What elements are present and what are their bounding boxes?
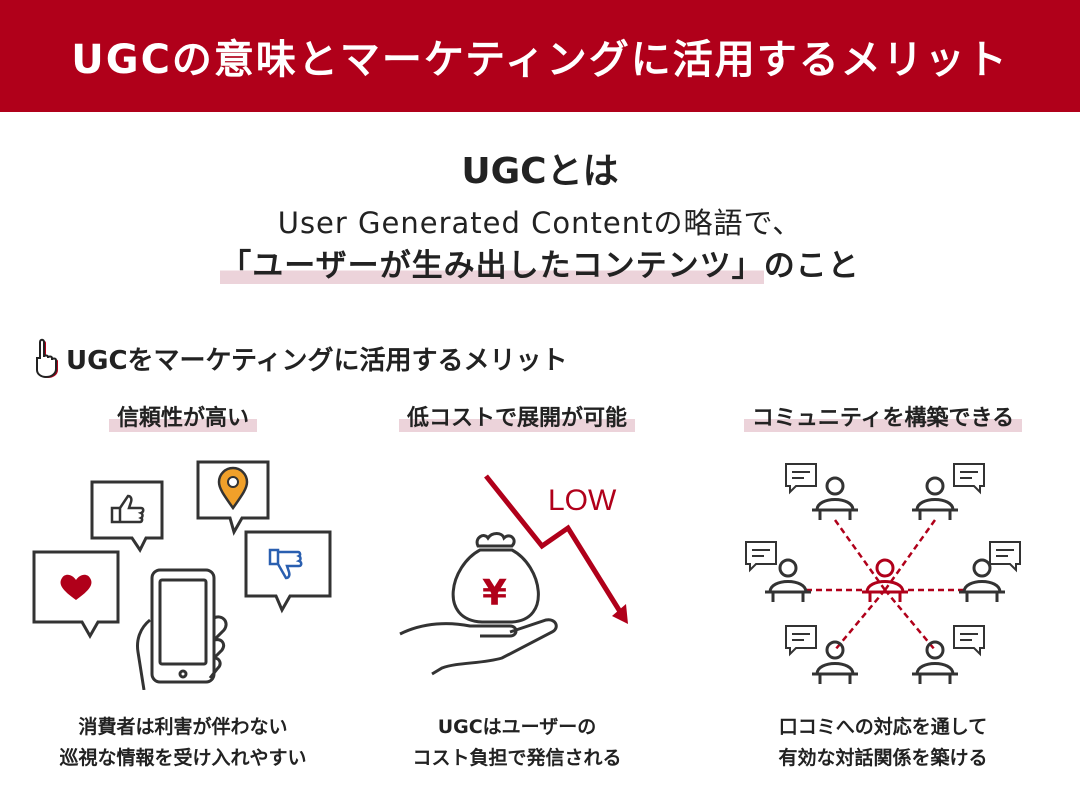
downtrend-arrow xyxy=(484,474,627,620)
community-network-illustration xyxy=(745,463,1021,684)
header-banner: UGCの意味とマーケティングに活用するメリット xyxy=(0,0,1080,112)
caption-line: 口コミへの対応を通して xyxy=(778,716,988,738)
hand-outline xyxy=(136,615,228,690)
section-heading: UGCをマーケティングに活用するメリット xyxy=(32,338,567,378)
benefit-title-text: 低コストで展開が可能 xyxy=(398,400,635,432)
thumbs-down-icon xyxy=(268,548,303,580)
caption-community: 口コミへの対応を通して有効な対話関係を築ける xyxy=(703,712,1063,774)
pin-bubble xyxy=(196,460,270,536)
page-title: UGCの意味とマーケティングに活用するメリット xyxy=(71,37,1009,83)
thumbs-down-bubble xyxy=(244,530,332,614)
heart-icon xyxy=(60,574,92,600)
low-label: LOW xyxy=(548,484,617,517)
center-person-icon xyxy=(862,558,908,602)
benefit-title-trust: 信頼性が高い xyxy=(3,400,363,432)
chat-bubble-icons xyxy=(745,463,1021,657)
benefit-title-cost: 低コストで展開が可能 xyxy=(337,400,697,432)
definition-suffix: のこと xyxy=(763,248,860,284)
heart-bubble xyxy=(32,550,120,640)
thumbs-up-bubble xyxy=(90,480,164,553)
intro-definition-line1: User Generated Contentの略語で、 xyxy=(277,206,803,240)
benefit-title-community: コミュニティを構築できる xyxy=(703,400,1063,432)
intro-heading: UGCとは xyxy=(461,151,619,192)
benefit-title-text: コミュニティを構築できる xyxy=(743,400,1023,432)
arrow-head-icon xyxy=(612,604,628,624)
low-cost-illustration: LOW ¥ xyxy=(399,474,628,676)
caption-line: 巡視な情報を受け入れやすい xyxy=(59,747,307,769)
thumbs-up-icon xyxy=(110,494,145,524)
intro-definition-line2: 「ユーザーが生み出したコンテンツ」のこと xyxy=(0,240,1080,285)
pointing-hand-icon xyxy=(36,338,58,378)
caption-line: 有効な対話関係を築ける xyxy=(778,747,988,769)
benefit-title-text: 信頼性が高い xyxy=(108,400,257,432)
location-pin-icon xyxy=(217,466,249,511)
smartphone-reviews-illustration xyxy=(32,460,332,690)
caption-line: 消費者は利害が伴わない xyxy=(78,716,288,738)
definition-highlight: 「ユーザーが生み出したコンテンツ」 xyxy=(220,248,764,284)
money-bag-icon xyxy=(451,532,540,624)
person-icons xyxy=(765,476,1005,684)
yen-symbol: ¥ xyxy=(482,573,507,614)
hand-outline xyxy=(399,618,558,676)
caption-cost: UGCはユーザーのコスト負担で発信される xyxy=(337,712,697,774)
section-title: UGCをマーケティングに活用するメリット xyxy=(66,345,568,376)
caption-line: UGCはユーザーの xyxy=(437,716,597,738)
caption-trust: 消費者は利害が伴わない巡視な情報を受け入れやすい xyxy=(3,712,363,774)
caption-line: コスト負担で発信される xyxy=(412,747,622,769)
smartphone-body xyxy=(150,568,216,684)
